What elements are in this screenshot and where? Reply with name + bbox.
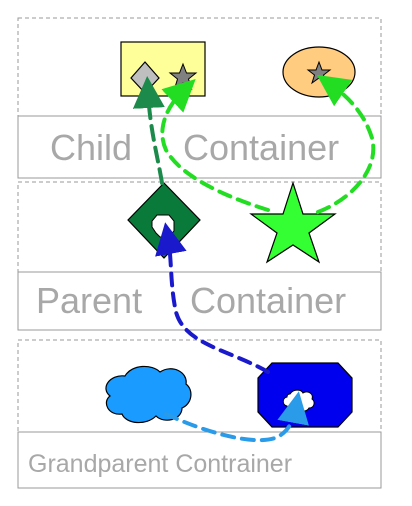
grandparent-container: Grandparent Contrainer <box>17 339 382 489</box>
parent-container-label-right: Container <box>190 280 346 321</box>
light-blue-cloud-icon <box>105 365 192 424</box>
child-container-label-left: Child <box>50 127 132 168</box>
blue-dashed-arrow <box>155 222 270 374</box>
dark-green-diamond-shape <box>127 182 201 259</box>
parent-container-label-left: Parent <box>36 280 142 321</box>
dark-green-dashed-arrow <box>132 76 165 185</box>
child-container-label-box <box>17 115 382 179</box>
grandparent-container-label: Grandparent Contrainer <box>28 450 292 478</box>
green-dashed-arrow-to-yellow-star <box>160 79 270 212</box>
dark-blue-octagon-shape <box>257 362 353 428</box>
yellow-rectangle-shape <box>120 41 206 97</box>
child-container: Child Container <box>17 17 382 179</box>
parent-container: Parent Container <box>17 181 382 331</box>
light-blue-dashed-arrow <box>164 391 309 443</box>
orange-ellipse-shape <box>282 46 356 98</box>
green-dashed-arrow-to-ellipse-star <box>316 74 376 214</box>
child-container-label-right: Container <box>183 127 339 168</box>
bright-green-star-icon <box>249 181 337 264</box>
parent-container-label-box <box>17 271 382 331</box>
grandparent-container-label-box <box>17 431 382 489</box>
